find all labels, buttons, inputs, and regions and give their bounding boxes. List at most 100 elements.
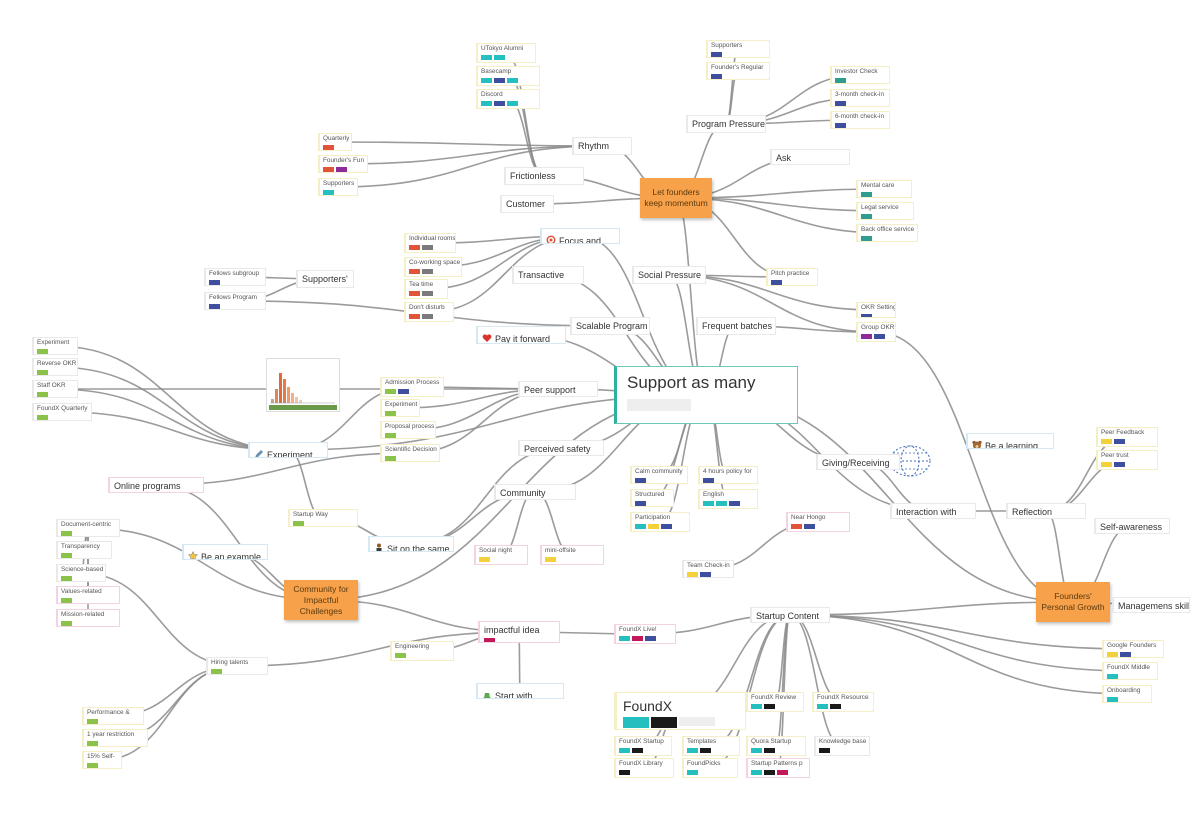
node-participation[interactable]: Participation [630,512,690,532]
node-main[interactable]: Support as many [614,366,798,424]
node-structured[interactable]: Structured [630,489,674,507]
node-investor[interactable]: Investor Check [830,66,890,84]
node-calm[interactable]: Calm community [630,466,688,484]
node-hiring[interactable]: Hiring talents [206,657,268,675]
node-teamcheck[interactable]: Team Check-in [682,560,734,578]
node-discord[interactable]: Discord [476,89,540,109]
node-admission[interactable]: Admission Process [380,377,444,397]
node-googlefounders[interactable]: Google Founders [1102,640,1164,658]
node-mission[interactable]: Mission-related [56,609,120,627]
node-frictionless[interactable]: Frictionless [504,167,584,185]
node-hours4[interactable]: 4 hours policy for [698,466,758,484]
node-startupcontent[interactable]: Startup Content [750,607,830,623]
node-scalable[interactable]: Scalable Program [570,317,650,335]
node-startuppatterns[interactable]: Startup Patterns p [746,758,810,778]
node-impactful[interactable]: impactful idea [478,621,560,643]
node-supporters1[interactable]: Supporters [706,40,770,58]
node-startupway[interactable]: Startup Way [288,509,358,527]
node-socialpressure[interactable]: Social Pressure [632,266,706,284]
node-transactive[interactable]: Transactive [512,266,584,284]
node-letfounders[interactable]: Let founders keep momentum [640,178,712,218]
node-scientific[interactable]: Scientific Decision [380,444,440,462]
node-foundxlibrary[interactable]: FoundX Library [614,758,674,778]
node-peersupport[interactable]: Peer support [518,381,598,397]
node-foundxresource[interactable]: FoundX Resource [812,692,874,712]
node-engineering[interactable]: Engineering [390,641,454,661]
node-online[interactable]: Online programs [108,477,204,493]
node-foundxq[interactable]: FoundX Quarterly [32,403,92,421]
node-supporters2[interactable]: Supporters [318,178,358,196]
node-quora[interactable]: Quora Startup [746,736,806,756]
node-knowledge[interactable]: Knowledge base [814,736,870,756]
node-legal[interactable]: Legal service [856,202,914,220]
node-performance[interactable]: Performance & [82,707,144,725]
node-bealearning[interactable]: Be a learning [966,433,1054,449]
node-science[interactable]: Science-based [56,564,106,582]
node-quarterly[interactable]: Quarterly [318,133,352,151]
node-pitch[interactable]: Pitch practice [766,268,818,286]
node-foundxstartup[interactable]: FoundX Startup [614,736,672,756]
node-giving[interactable]: Giving/Receiving [816,454,900,470]
node-beexample[interactable]: Be an example [182,544,268,560]
node-dontdisturb[interactable]: Don't disturb [404,302,454,322]
node-doccentric[interactable]: Document-centric [56,519,120,537]
node-month6[interactable]: 6-month check-in [830,111,890,129]
node-foundxlive[interactable]: FoundX Live! [614,624,676,644]
node-startwith[interactable]: Start with [476,683,564,699]
node-month3[interactable]: 3-month check-in [830,89,890,107]
node-ask[interactable]: Ask [770,149,850,165]
node-payforward[interactable]: Pay it forward [476,326,566,344]
node-supporters3[interactable]: Supporters' [296,270,354,288]
node-management[interactable]: Managemens skill [1112,597,1190,613]
node-foundpicks[interactable]: FoundPicks [682,758,738,778]
node-okr[interactable]: OKR Setting [856,302,896,318]
node-cowork[interactable]: Co-working space [404,257,462,277]
node-foundersreg[interactable]: Founder's Regular [706,62,770,80]
histogram-thumbnail-image[interactable] [266,358,340,412]
node-staffokr[interactable]: Staff OKR [32,380,78,398]
node-nearhongo[interactable]: Near Hongo [786,512,850,532]
node-sitsame[interactable]: Sit on the same [368,536,454,552]
node-selfaware[interactable]: Self-awareness [1094,518,1170,534]
node-transparency[interactable]: Transparency [56,541,112,559]
node-backoffice[interactable]: Back office service [856,224,918,242]
node-experiment3[interactable]: Experiment [248,442,328,458]
node-interaction[interactable]: Interaction with [890,503,976,519]
node-utokyo[interactable]: UTokyo Alumni [476,43,536,63]
node-basecamp[interactable]: Basecamp [476,66,540,86]
node-english[interactable]: English [698,489,758,509]
node-founderspg[interactable]: Founders' Personal Growth [1036,582,1110,622]
node-minioffsite[interactable]: mini-offsite [540,545,604,565]
node-peerfeedback[interactable]: Peer Feedback [1096,427,1158,447]
node-frequent[interactable]: Frequent batches [696,317,776,335]
node-community[interactable]: Community [494,484,576,500]
node-onboarding[interactable]: Onboarding [1102,685,1152,703]
node-foundxreview[interactable]: FoundX Review [746,692,804,712]
node-programpressure[interactable]: Program Pressure [686,115,766,133]
node-focus[interactable]: Focus and [540,228,620,244]
node-perceived[interactable]: Perceived safety [518,440,604,456]
node-experiment1[interactable]: Experiment [32,337,78,355]
node-fellowsprog[interactable]: Fellows Program [204,292,266,310]
node-rhythm[interactable]: Rhythm [572,137,632,155]
node-year1[interactable]: 1 year restriction [82,729,148,747]
node-customer[interactable]: Customer [500,195,554,213]
node-values[interactable]: Values-related [56,586,120,604]
node-groupokr[interactable]: Group OKR [856,322,896,342]
node-communityimpact[interactable]: Community for Impactful Challenges [284,580,358,620]
node-experiment2[interactable]: Experiment [380,399,420,417]
node-templates[interactable]: Templates [682,736,740,756]
node-fellowssub[interactable]: Fellows subgroup [204,268,266,286]
node-foundxmiddle[interactable]: FoundX Middle [1102,662,1158,680]
node-reflection[interactable]: Reflection [1006,503,1086,519]
node-socialnight[interactable]: Social night [474,545,528,565]
node-indiv[interactable]: Individual rooms [404,233,456,253]
node-proposal[interactable]: Proposal process [380,421,436,439]
node-mental[interactable]: Mental care [856,180,912,198]
node-self15[interactable]: 15% Self- [82,751,122,769]
node-founderfun[interactable]: Founder's Fun [318,155,368,173]
node-reverseokr[interactable]: Reverse OKR [32,358,78,376]
node-teatime[interactable]: Tea time [404,279,448,299]
node-foundx[interactable]: FoundX [614,692,746,730]
node-peertrust[interactable]: Peer trust [1096,450,1158,470]
